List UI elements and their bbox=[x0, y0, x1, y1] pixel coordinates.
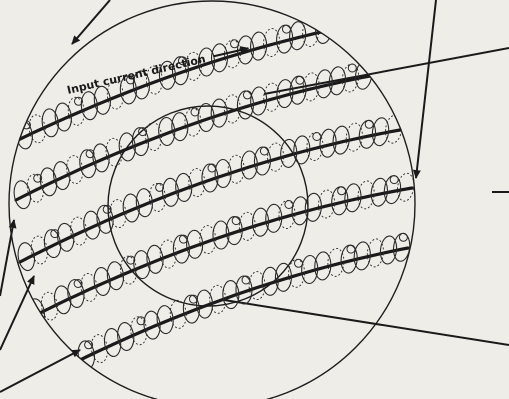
current-marker bbox=[285, 201, 293, 209]
input-current-direction-label: Input current direction bbox=[66, 42, 250, 97]
leader-top-right bbox=[416, 0, 436, 178]
leader-right-lower bbox=[224, 300, 509, 345]
current-marker bbox=[243, 91, 251, 99]
current-marker bbox=[399, 233, 407, 241]
leader-left-middle bbox=[0, 276, 34, 350]
current-marker bbox=[283, 25, 291, 33]
coil-windings bbox=[12, 15, 415, 370]
current-marker bbox=[313, 133, 321, 141]
leader-left-lower bbox=[0, 350, 80, 392]
current-marker bbox=[390, 176, 398, 184]
current-marker bbox=[295, 259, 303, 267]
current-marker bbox=[232, 217, 240, 225]
current-marker bbox=[348, 64, 356, 72]
current-marker bbox=[296, 76, 304, 84]
leader-right-upper bbox=[264, 48, 509, 94]
current-marker bbox=[338, 187, 346, 195]
current-marker bbox=[365, 120, 373, 128]
leader-left-upper bbox=[0, 220, 14, 296]
current-marker bbox=[347, 245, 355, 253]
leader-top-left bbox=[72, 0, 110, 44]
current-marker bbox=[260, 147, 268, 155]
